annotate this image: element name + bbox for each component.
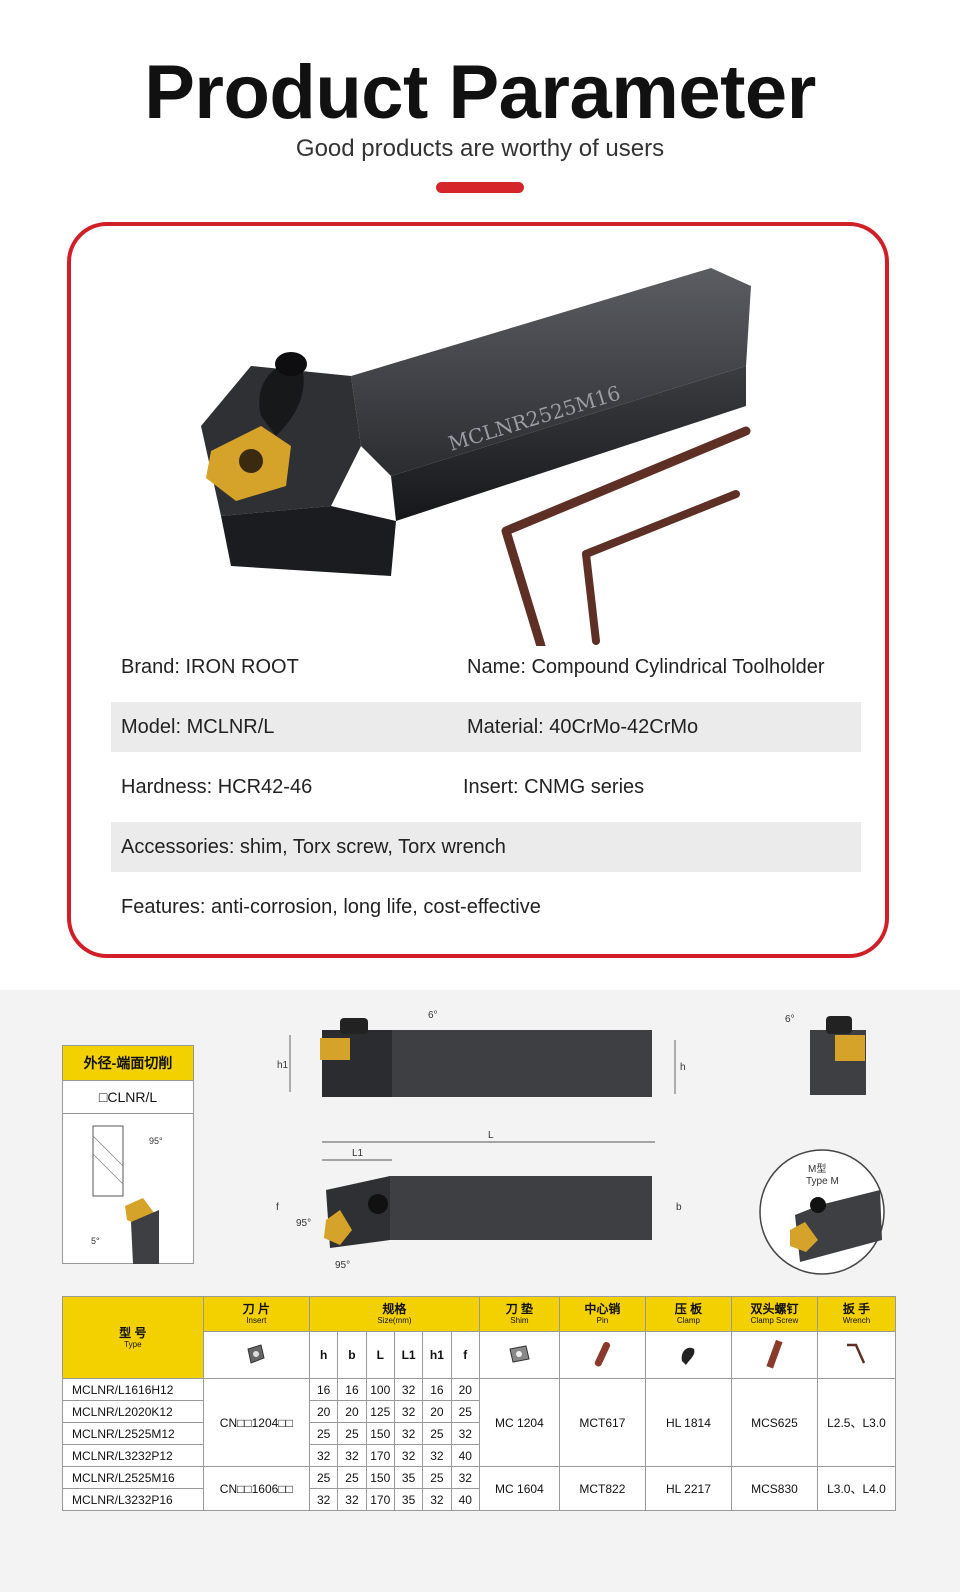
operation-title: 外径-端面切削 [63, 1046, 193, 1081]
table-subheader-row: h b L L1 h1 f [63, 1331, 897, 1379]
clamp-arm [259, 362, 304, 436]
type-m-detail: M型 Type M [759, 1149, 885, 1275]
pin-icon [558, 1331, 646, 1379]
wrench-cell: L3.0、L4.0 [816, 1466, 897, 1511]
end-view: 6° [785, 1014, 866, 1095]
wrench-icon [816, 1331, 897, 1379]
operation-code: □CLNR/L [63, 1081, 193, 1114]
insert-cell: CN□□1606□□ [202, 1466, 310, 1511]
spec-model: Model: MCLNR/L [121, 716, 275, 738]
clamp-cell: HL 1814 [644, 1378, 732, 1467]
wrench-cell: L2.5、L3.0 [816, 1378, 897, 1467]
head-front [221, 506, 396, 576]
size-col-b: b [337, 1331, 367, 1379]
clamp-screw-icon [730, 1331, 818, 1379]
operation-diagram: 95° 5° [91, 1125, 163, 1264]
type-m-cn: M型 [808, 1162, 826, 1175]
operation-box: 外径-端面切削 □CLNR/L 95° 5° [62, 1045, 194, 1264]
dim-L1: L1 [352, 1148, 364, 1159]
size-col-L: L [365, 1331, 395, 1379]
shim-cell: MC 1604 [478, 1466, 560, 1511]
type-m-en: Type M [806, 1176, 839, 1187]
shim-icon [478, 1331, 560, 1379]
spec-name: Name: Compound Cylindrical Toolholder [467, 656, 825, 678]
spec-row-features: Features: anti-corrosion, long life, cos… [111, 882, 861, 932]
clamp-cell: HL 2217 [644, 1466, 732, 1511]
angle-95-label: 95° [296, 1218, 311, 1229]
spec-material: Material: 40CrMo-42CrMo [467, 716, 699, 738]
torx-wrench-small [582, 490, 740, 645]
spec-brand: Brand: IRON ROOT [121, 656, 299, 678]
spec-row-hardness: Hardness: HCR42-46 Insert: CNMG series [111, 762, 861, 812]
op-angle-5: 5° [91, 1236, 100, 1246]
insert-cell: CN□□1204□□ [202, 1378, 310, 1467]
dim-f: f [276, 1202, 279, 1213]
op-angle-95: 95° [149, 1136, 163, 1146]
clamp-screw-cell: MCS830 [730, 1466, 818, 1511]
spec-hardness: Hardness: HCR42-46 [121, 776, 313, 798]
spec-row-model: Model: MCLNR/L Material: 40CrMo-42CrMo [111, 702, 861, 752]
shank-side [391, 366, 746, 521]
toolholder-image: MCLNR2525M16 [201, 268, 751, 646]
shank-top [351, 268, 751, 476]
size-col-f: f [450, 1331, 480, 1379]
spec-row-accessories: Accessories: shim, Torx screw, Torx wren… [111, 822, 861, 872]
plan-view: L L1 f b 95° 95° [276, 1130, 682, 1271]
page-title: Product Parameter [144, 50, 816, 135]
size-col-L1: L1 [393, 1331, 424, 1379]
dim-h: h [680, 1062, 686, 1073]
pin-cell: MCT617 [558, 1378, 646, 1467]
dim-b: b [676, 1202, 682, 1213]
spec-accessories: Accessories: shim, Torx screw, Torx wren… [121, 836, 506, 858]
insert-icon [202, 1331, 310, 1379]
pin-cell: MCT822 [558, 1466, 646, 1511]
size-col-h: h [308, 1331, 339, 1379]
spec-insert: Insert: CNMG series [463, 776, 645, 798]
dim-h1: h1 [277, 1060, 289, 1071]
insert-hole [239, 449, 263, 473]
angle-6-end-label: 6° [785, 1014, 795, 1025]
side-view: h1 h 6° [277, 1010, 686, 1097]
angle-6-label: 6° [428, 1010, 438, 1021]
clamp-screw [275, 352, 307, 376]
page-subtitle: Good products are worthy of users [295, 135, 665, 162]
technical-drawing: h1 h 6° 6° L L1 f b 95° 95° M型 Type M [276, 1010, 885, 1275]
shim-cell: MC 1204 [478, 1378, 560, 1467]
size-col-h1: h1 [422, 1331, 452, 1379]
clamp-screw-cell: MCS625 [730, 1378, 818, 1467]
spec-features: Features: anti-corrosion, long life, cos… [121, 896, 541, 918]
angle-95-lower-label: 95° [335, 1260, 350, 1271]
clamp-icon [644, 1331, 732, 1379]
title-underline [436, 182, 524, 193]
dim-L: L [488, 1130, 494, 1141]
product-card: MCLNR2525M16 Brand: IRON ROOT Name: Comp… [67, 222, 889, 958]
spec-row-brand: Brand: IRON ROOT Name: Compound Cylindri… [111, 642, 861, 692]
torx-wrench-large [501, 426, 751, 646]
